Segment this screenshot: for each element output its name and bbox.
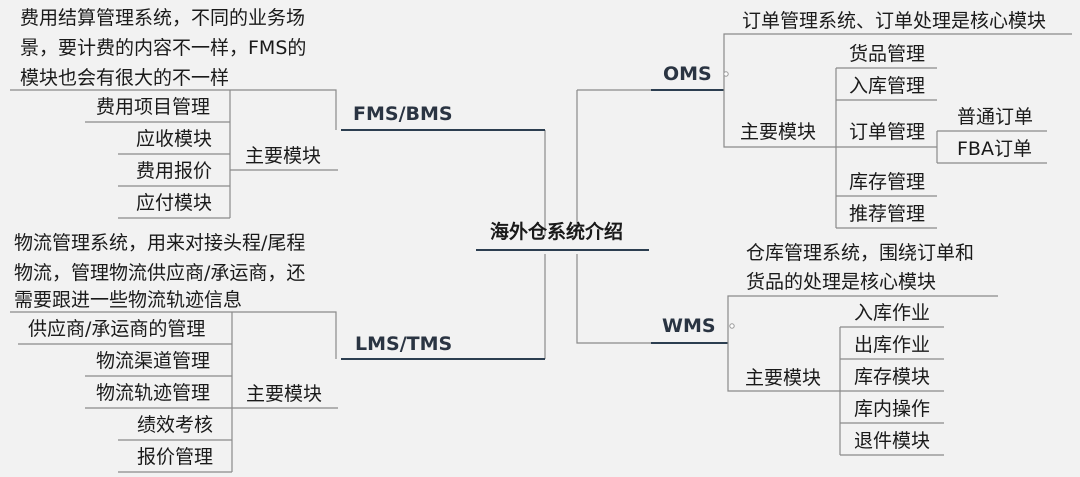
fms-item: 应付模块 — [136, 192, 213, 214]
oms-order-subitem: 普通订单 — [957, 106, 1034, 128]
lms-item: 物流轨迹管理 — [96, 382, 211, 404]
wms-item: 出库作业 — [854, 334, 931, 356]
lms-item: 物流渠道管理 — [96, 350, 211, 372]
wms-node: WMS — [662, 315, 716, 337]
fms-item: 费用报价 — [136, 160, 213, 182]
wms-item: 入库作业 — [854, 302, 931, 324]
fms-item: 费用项目管理 — [96, 96, 211, 118]
wms-item: 库内操作 — [854, 398, 931, 420]
fms-item: 应收模块 — [136, 128, 213, 150]
fms-bms-node: FMS/BMS — [353, 103, 453, 125]
oms-node: OMS — [663, 63, 712, 85]
lms-desc-line-1: 物流管理系统，用来对接头程/尾程 — [14, 232, 306, 254]
center-topic: 海外仓系统介绍 — [490, 221, 624, 243]
wms-desc-line-1: 仓库管理系统，围绕订单和 — [746, 242, 975, 264]
lms-desc-line-2: 物流，管理物流供应商/承运商，还 — [14, 262, 306, 284]
lms-item: 绩效考核 — [137, 414, 214, 436]
fms-desc-line-1: 费用结算管理系统，不同的业务场 — [20, 7, 306, 29]
oms-order-subitem: FBA订单 — [957, 138, 1032, 160]
oms-item: 库存管理 — [849, 171, 926, 193]
lms-tms-node: LMS/TMS — [355, 333, 453, 355]
lms-item: 供应商/承运商的管理 — [28, 318, 206, 340]
oms-item: 推荐管理 — [849, 203, 926, 225]
fms-module-label: 主要模块 — [245, 145, 322, 167]
oms-module-label: 主要模块 — [740, 121, 817, 143]
oms-item: 订单管理 — [849, 121, 926, 143]
lms-module-label: 主要模块 — [246, 383, 323, 405]
wms-desc-line-2: 货品的处理是核心模块 — [746, 271, 937, 293]
oms-desc: 订单管理系统、订单处理是核心模块 — [742, 10, 1047, 32]
wms-item: 退件模块 — [854, 430, 931, 452]
lms-desc-line-3: 需要跟进一些物流轨迹信息 — [14, 289, 243, 311]
fms-desc-line-3: 模块也会有很大的不一样 — [20, 67, 230, 89]
wms-item: 库存模块 — [854, 366, 931, 388]
wms-module-label: 主要模块 — [745, 367, 822, 389]
oms-item: 货品管理 — [849, 43, 926, 65]
fms-desc-line-2: 景，要计费的内容不一样，FMS的 — [20, 37, 307, 59]
lms-item: 报价管理 — [137, 446, 214, 468]
oms-item: 入库管理 — [849, 75, 926, 97]
